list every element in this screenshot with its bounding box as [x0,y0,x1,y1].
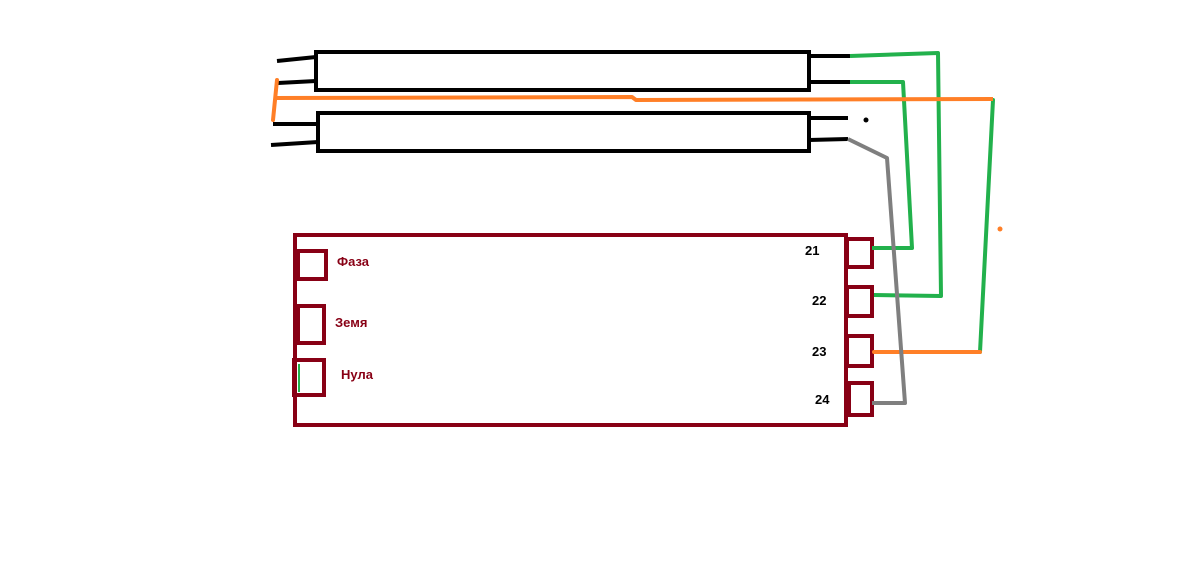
gray-wire-tube2-to-24 [847,137,907,405]
lamp-tube-2 [270,111,869,153]
green-wire-tube1-top-to-22 [849,51,943,298]
label-23: 23 [812,344,826,359]
tube-1-pin-left-top [276,55,317,63]
label-24: 24 [815,392,830,407]
lamp-tube-1 [276,50,850,92]
orange-wire-main [274,95,994,102]
terminal-ground [296,304,326,345]
terminal-22 [845,285,874,318]
ballast-body [293,233,848,427]
stray-dot [863,117,869,123]
terminal-21 [845,237,874,269]
orange-wire [271,78,279,122]
label-21: 21 [805,243,819,258]
tube-1-pin-left-bottom [277,79,317,85]
label-ground: Земя [335,315,367,330]
label-22: 22 [812,293,826,308]
terminal-phase [296,249,328,281]
label-neutral: Нула [341,367,374,382]
tube-2-pin-left-bottom [270,140,319,147]
terminal-23 [845,334,874,368]
terminal-neutral [292,358,326,397]
tube-1-body [314,50,811,92]
label-phase: Фаза [337,254,370,269]
orange-dot [997,226,1003,232]
ballast-unit: Фаза Земя Нула 21 22 23 24 [292,233,874,427]
green-wire-orange-return-to-23 [978,98,995,354]
tube-2-body [316,111,811,153]
tube-2-pin-right-bottom [808,137,849,142]
green-wire-tube1-bottom-to-21 [850,80,914,250]
